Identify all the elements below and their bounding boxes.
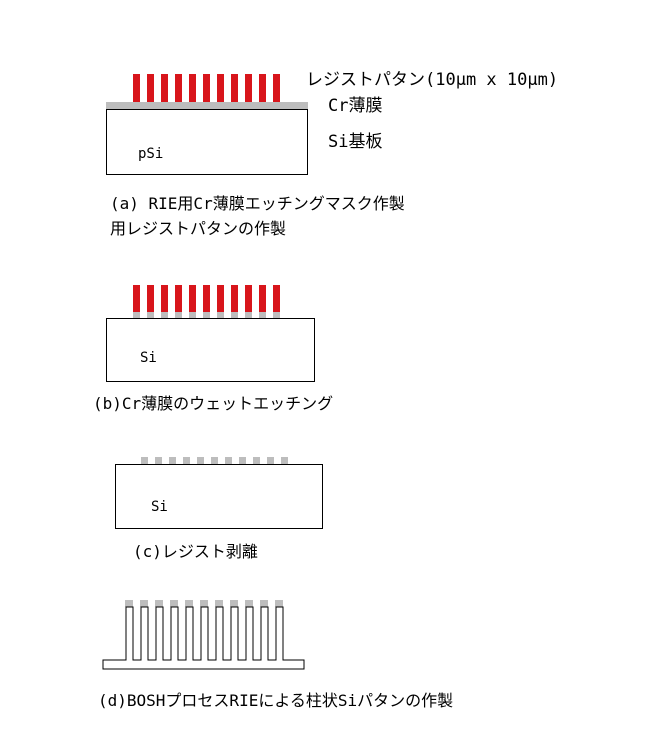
resist-bar xyxy=(175,74,182,102)
resist-bar xyxy=(161,74,168,102)
cr-pad xyxy=(245,600,253,607)
cr-pad xyxy=(140,600,148,607)
resist-bar xyxy=(245,285,252,312)
cr-pad xyxy=(215,600,223,607)
resist-bar xyxy=(273,74,280,102)
cr-pad xyxy=(147,312,154,318)
resist-bar xyxy=(259,285,266,312)
cr-pad xyxy=(267,457,274,464)
cr-pad xyxy=(225,457,232,464)
cr-pad xyxy=(217,312,224,318)
cr-pad xyxy=(273,312,280,318)
resist-bar xyxy=(133,74,140,102)
cr-pad xyxy=(197,457,204,464)
resist-bar xyxy=(203,74,210,102)
substrate-label: Si xyxy=(140,350,157,366)
resist-bar xyxy=(161,285,168,312)
cr-pad xyxy=(275,600,283,607)
resist-pattern-label: レジストパタン(10μm x 10μm) xyxy=(306,70,559,90)
cr-film xyxy=(106,102,308,109)
cr-pad xyxy=(125,600,133,607)
cr-pad xyxy=(141,457,148,464)
resist-bar xyxy=(231,285,238,312)
cr-pad xyxy=(185,600,193,607)
resist-bar xyxy=(231,74,238,102)
cr-pad xyxy=(183,457,190,464)
caption-a-line2: 用レジストパタンの作製 xyxy=(110,219,287,238)
resist-bar xyxy=(133,285,140,312)
cr-pad xyxy=(203,312,210,318)
si-substrate xyxy=(115,464,323,529)
resist-bar xyxy=(203,285,210,312)
caption-b: (b)Cr薄膜のウェットエッチング xyxy=(93,394,334,413)
resist-bar xyxy=(273,285,280,312)
si-substrate-label: Si基板 xyxy=(328,132,383,152)
resist-bar xyxy=(217,74,224,102)
cr-pad xyxy=(155,600,163,607)
cr-pad xyxy=(245,312,252,318)
substrate-label: Si xyxy=(151,499,168,515)
cr-film-label: Cr薄膜 xyxy=(328,96,383,116)
resist-bar xyxy=(189,74,196,102)
resist-bar xyxy=(245,74,252,102)
cr-pad xyxy=(281,457,288,464)
cr-pad xyxy=(231,312,238,318)
caption-d: (d)BOSHプロセスRIEによる柱状Siパタンの作製 xyxy=(98,691,454,710)
resist-bar xyxy=(189,285,196,312)
si-pillar-outline xyxy=(102,606,305,670)
si-substrate xyxy=(106,109,308,175)
cr-pad xyxy=(239,457,246,464)
resist-bar xyxy=(147,285,154,312)
cr-pad xyxy=(189,312,196,318)
cr-pad xyxy=(169,457,176,464)
cr-pad xyxy=(175,312,182,318)
cr-pad xyxy=(260,600,268,607)
si-substrate xyxy=(106,318,315,382)
cr-pad xyxy=(161,312,168,318)
cr-pad xyxy=(253,457,260,464)
resist-bar xyxy=(217,285,224,312)
resist-bar xyxy=(147,74,154,102)
cr-pad xyxy=(155,457,162,464)
caption-c: (c)レジスト剥離 xyxy=(133,542,258,561)
cr-pad xyxy=(211,457,218,464)
cr-pad xyxy=(133,312,140,318)
substrate-label: pSi xyxy=(138,146,164,162)
cr-pad xyxy=(230,600,238,607)
caption-a-line1: (a) RIE用Cr薄膜エッチングマスク作製 xyxy=(110,194,405,213)
cr-pad xyxy=(259,312,266,318)
cr-pad xyxy=(170,600,178,607)
cr-pad xyxy=(200,600,208,607)
resist-bar xyxy=(259,74,266,102)
resist-bar xyxy=(175,285,182,312)
